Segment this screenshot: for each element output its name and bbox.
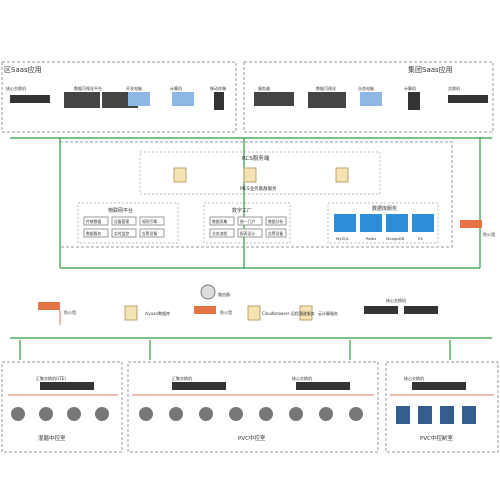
top-left-devices: 核心交换机 数据可视化平台 开发电脑 计算机 移动终端 bbox=[6, 85, 226, 110]
server-icon bbox=[299, 305, 313, 321]
bottom-left-title: 混磨中控室 bbox=[38, 434, 66, 442]
svg-text:路由器: 路由器 bbox=[218, 291, 230, 297]
firewall-icon bbox=[38, 302, 60, 310]
svg-text:业务电脑: 业务电脑 bbox=[358, 85, 374, 91]
monitor-icon bbox=[128, 92, 150, 106]
right-firewall-label: 防火墙 bbox=[483, 231, 495, 237]
svg-text:Cloudbrowser 远程通道服务: Cloudbrowser 远程通道服务 bbox=[262, 310, 315, 316]
switch-icon bbox=[296, 382, 350, 390]
top-right-devices: 服务器 数据可视化 业务电脑 计算机 交换机 bbox=[254, 85, 488, 110]
svg-text:MySQL: MySQL bbox=[336, 236, 350, 241]
svg-text:核心交换机: 核心交换机 bbox=[6, 85, 26, 91]
right-saas-title: 集团Saas应用 bbox=[408, 65, 453, 74]
db-tiles: MySQL Redis MongoDB ES bbox=[334, 214, 434, 241]
svg-text:移动终端: 移动终端 bbox=[210, 85, 226, 91]
server-icon bbox=[247, 305, 261, 321]
svg-text:核心交换机: 核心交换机 bbox=[292, 375, 312, 381]
svg-text:数据可视化平台: 数据可视化平台 bbox=[74, 85, 102, 91]
svg-text:Redis: Redis bbox=[366, 236, 376, 241]
svg-text:数据可视化: 数据可视化 bbox=[316, 85, 336, 91]
svg-text:MongoDB: MongoDB bbox=[386, 236, 405, 241]
switch-icon bbox=[404, 306, 438, 314]
svg-text:汇聚交换机(LTE): 汇聚交换机(LTE) bbox=[36, 375, 66, 381]
bottom-left-panel bbox=[1, 361, 123, 453]
svg-text:计算机: 计算机 bbox=[404, 85, 416, 91]
switch-icon bbox=[10, 95, 50, 103]
database-icon bbox=[386, 214, 408, 232]
bottom-right-title: PVC中控制室 bbox=[420, 434, 453, 442]
svg-text:报表设计: 报表设计 bbox=[240, 231, 255, 236]
router-icon bbox=[200, 284, 216, 300]
svg-text:ES: ES bbox=[418, 236, 423, 241]
switch-icon bbox=[40, 382, 94, 390]
svg-text:汇聚交换机: 汇聚交换机 bbox=[172, 375, 192, 381]
svg-text:云计算服务: 云计算服务 bbox=[318, 310, 338, 316]
svg-text:业务流程: 业务流程 bbox=[212, 231, 227, 236]
svg-text:数据服务: 数据服务 bbox=[86, 231, 101, 236]
iot-items: 传感数据 设备管理 规则引擎 数据服务 实时监控 告警设备 bbox=[83, 216, 165, 238]
cloud-subtitle: MES业务集群服务 bbox=[240, 185, 277, 192]
dual-screen-icon bbox=[64, 92, 100, 108]
data-factory-items: 数据采集 统一门户 数据分析 业务流程 报表设计 告警设备 bbox=[209, 216, 287, 238]
svg-text:交换机: 交换机 bbox=[448, 85, 460, 91]
left-saas-title: 区Saas应用 bbox=[4, 65, 42, 74]
svg-text:数据分析: 数据分析 bbox=[268, 219, 283, 224]
svg-text:防火墙: 防火墙 bbox=[64, 309, 76, 315]
svg-text:核心交换机: 核心交换机 bbox=[386, 297, 406, 303]
switch-icon bbox=[448, 95, 488, 103]
server-monitor-icon bbox=[254, 92, 294, 106]
monitor-icon bbox=[360, 92, 382, 106]
iot-title: 物联网平台 bbox=[108, 207, 133, 214]
dual-screen-icon bbox=[308, 92, 346, 108]
field-devices bbox=[11, 406, 476, 424]
server-icon bbox=[335, 167, 349, 183]
data-factory-panel bbox=[203, 202, 291, 244]
svg-text:开发电脑: 开发电脑 bbox=[126, 85, 142, 91]
right-saas-panel bbox=[243, 61, 494, 133]
monitor-icon bbox=[172, 92, 194, 106]
svg-text:防火墙: 防火墙 bbox=[220, 309, 232, 315]
svg-text:统一门户: 统一门户 bbox=[240, 219, 255, 224]
iot-panel bbox=[77, 202, 179, 244]
database-icon bbox=[412, 214, 434, 232]
data-factory-title: 数字工厂 bbox=[232, 207, 252, 214]
svg-text:告警设备: 告警设备 bbox=[268, 231, 283, 236]
firewall-icon bbox=[194, 306, 216, 314]
cloud-servers bbox=[173, 167, 349, 183]
switch-icon bbox=[412, 382, 466, 390]
db-title: 数据库服务 bbox=[372, 205, 397, 212]
svg-text:计算机: 计算机 bbox=[170, 85, 182, 91]
svg-text:实时监控: 实时监控 bbox=[114, 231, 129, 236]
switch-icon bbox=[172, 382, 226, 390]
svg-text:传感数据: 传感数据 bbox=[86, 219, 101, 224]
cloud-title: RCS服务端 bbox=[242, 154, 270, 162]
svg-text:服务器: 服务器 bbox=[258, 85, 270, 91]
database-icon bbox=[334, 214, 356, 232]
svg-text:核心交换机: 核心交换机 bbox=[404, 375, 424, 381]
phone-icon bbox=[408, 92, 420, 110]
bottom-right-panel bbox=[385, 361, 499, 453]
database-icon bbox=[360, 214, 382, 232]
phone-icon bbox=[214, 92, 224, 110]
svg-text:告警设备: 告警设备 bbox=[142, 231, 157, 236]
database-panel bbox=[327, 202, 439, 244]
svg-text:规则引擎: 规则引擎 bbox=[142, 219, 157, 224]
server-icon bbox=[173, 167, 187, 183]
svg-text:数据采集: 数据采集 bbox=[212, 219, 227, 224]
bottom-mid-title: PVC中控室 bbox=[238, 434, 266, 442]
switch-icon bbox=[364, 306, 398, 314]
bottom-mid-panel bbox=[127, 361, 379, 453]
svg-text:ziyuan数据库: ziyuan数据库 bbox=[145, 310, 170, 316]
server-icon bbox=[243, 167, 257, 183]
server-icon bbox=[124, 305, 138, 321]
svg-text:设备管理: 设备管理 bbox=[114, 219, 129, 224]
left-saas-panel bbox=[1, 61, 237, 133]
middle-network-nodes: 防火墙 ziyuan数据库 路由器 防火墙 Cloudbrowser 远程通道服… bbox=[38, 284, 438, 321]
mes-cluster-panel bbox=[139, 151, 381, 195]
bottom-switches: 汇聚交换机(LTE) 汇聚交换机 核心交换机 核心交换机 bbox=[36, 375, 466, 390]
firewall-icon bbox=[460, 220, 482, 228]
